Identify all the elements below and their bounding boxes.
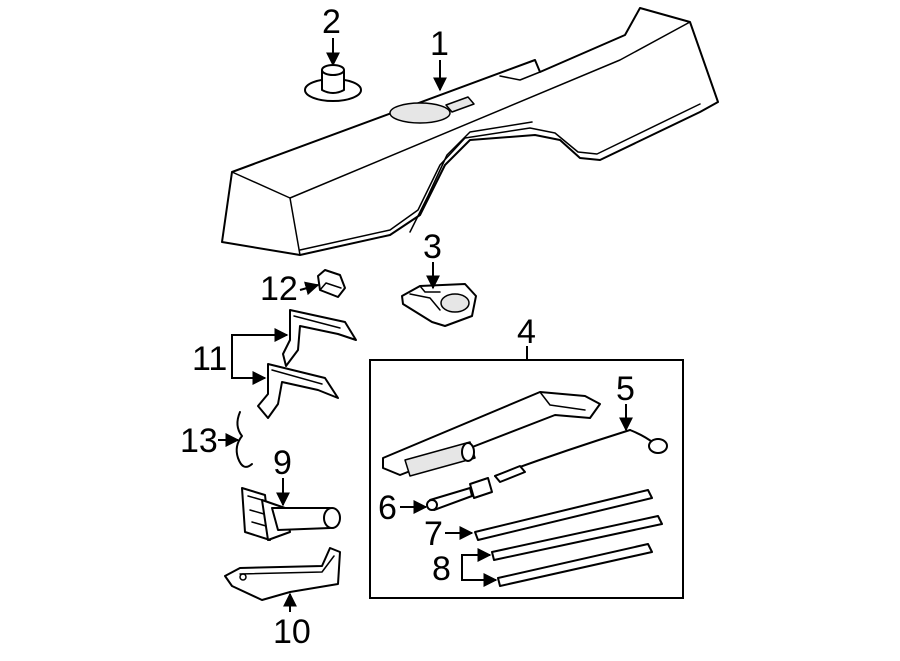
callout-7: 7	[424, 515, 443, 553]
part-12-clip	[317, 269, 346, 298]
part-1-storage-cover	[221, 7, 719, 256]
callout-6: 6	[378, 489, 397, 527]
part-8-rod-upper	[491, 515, 663, 561]
callout-8: 8	[432, 550, 451, 588]
part-8-rod-lower	[497, 543, 653, 587]
part-6-socket	[426, 477, 493, 511]
leader-11b	[231, 358, 267, 385]
callout-5: 5	[616, 370, 635, 408]
leader-8a	[461, 548, 492, 567]
callout-4: 4	[517, 313, 536, 351]
leader-8b	[461, 567, 498, 587]
part-4-tool-bag	[382, 391, 601, 477]
part-3-bracket	[401, 283, 477, 327]
callout-9: 9	[273, 444, 292, 482]
part-11-lower-bracket	[257, 363, 339, 419]
callout-1: 1	[430, 25, 449, 63]
callout-2: 2	[322, 3, 341, 41]
callout-13: 13	[180, 422, 218, 460]
part-9-jack	[241, 487, 341, 541]
leader-11a	[231, 328, 289, 358]
callout-11: 11	[192, 340, 227, 378]
part-10-base	[224, 547, 341, 601]
part-11-upper-bracket	[282, 309, 357, 367]
part-5-handle	[494, 429, 668, 483]
part-7-rod	[474, 489, 653, 541]
callout-12: 12	[260, 270, 298, 308]
callout-10: 10	[273, 613, 311, 651]
leader-12	[299, 281, 320, 296]
callout-3: 3	[423, 228, 442, 266]
part-13-hook	[235, 411, 253, 468]
callout-labels: 1 2 3 4 5 6 7 8 9 10 11 12 13	[180, 3, 635, 651]
leader-lines	[218, 38, 633, 612]
part-2-plug	[304, 64, 362, 102]
part-4-kit-frame	[369, 359, 684, 599]
